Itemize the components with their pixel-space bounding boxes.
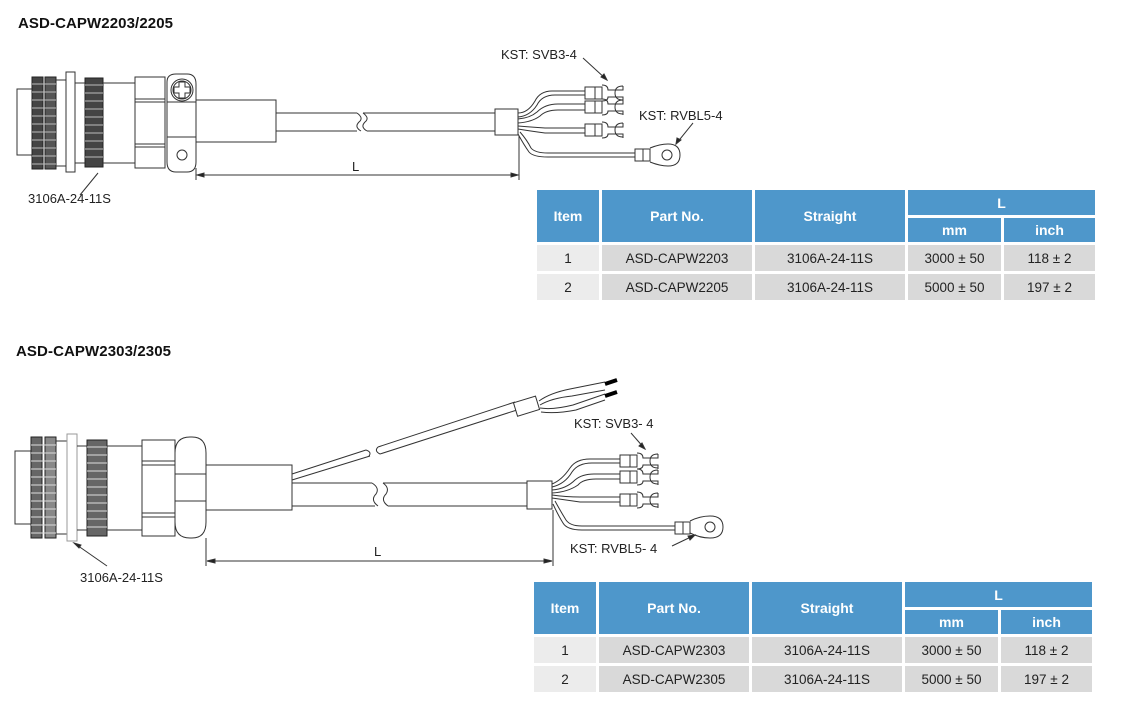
cell-mm: 5000 ± 50: [908, 274, 1001, 300]
cell-item: 1: [534, 637, 596, 663]
header-straight: Straight: [755, 190, 905, 242]
cable-diagram-power-cable-with-brake-less: [16, 57, 694, 196]
ring-terminal-icon: [634, 143, 681, 167]
cell-straight: 3106A-24-11S: [755, 245, 905, 271]
spec-table: Item Part No. Straight L mm inch 1 ASD-C…: [531, 579, 1095, 695]
header-item: Item: [537, 190, 599, 242]
header-part-no: Part No.: [602, 190, 752, 242]
table-row: 1 ASD-CAPW2203 3106A-24-11S 3000 ± 50 11…: [537, 245, 1095, 271]
table-row: 1 ASD-CAPW2303 3106A-24-11S 3000 ± 50 11…: [534, 637, 1092, 663]
header-inch: inch: [1004, 218, 1095, 242]
header-straight: Straight: [752, 582, 902, 634]
ring-terminal-icon: [674, 515, 724, 539]
cell-inch: 118 ± 2: [1004, 245, 1095, 271]
cell-inch: 197 ± 2: [1004, 274, 1095, 300]
cell-part-no: ASD-CAPW2305: [599, 666, 749, 692]
cell-part-no: ASD-CAPW2303: [599, 637, 749, 663]
header-part-no: Part No.: [599, 582, 749, 634]
cell-inch: 197 ± 2: [1001, 666, 1092, 692]
header-mm: mm: [908, 218, 1001, 242]
header-length: L: [908, 190, 1095, 215]
table-row: 2 ASD-CAPW2205 3106A-24-11S 5000 ± 50 19…: [537, 274, 1095, 300]
connector-label: 3106A-24-11S: [28, 191, 111, 206]
connector-label: 3106A-24-11S: [80, 570, 163, 585]
section-title: ASD-CAPW2203/2205: [18, 15, 174, 32]
spec-table: Item Part No. Straight L mm inch 1 ASD-C…: [534, 187, 1098, 303]
cell-straight: 3106A-24-11S: [752, 666, 902, 692]
header-length: L: [905, 582, 1092, 607]
fork-terminal-icon: [619, 491, 659, 509]
fork-terminal-icon: [619, 468, 659, 486]
cell-item: 2: [534, 666, 596, 692]
length-label: L: [374, 544, 382, 559]
cell-mm: 3000 ± 50: [905, 637, 998, 663]
cell-item: 1: [537, 245, 599, 271]
cell-part-no: ASD-CAPW2203: [602, 245, 752, 271]
fork-terminal-label: KST: SVB3-4: [501, 47, 577, 62]
ring-terminal-label: KST: RVBL5-4: [639, 108, 723, 123]
connector-3106a-icon: [14, 433, 207, 542]
fork-terminal-icon: [584, 121, 624, 139]
cell-mm: 5000 ± 50: [905, 666, 998, 692]
cell-straight: 3106A-24-11S: [755, 274, 905, 300]
section-title: ASD-CAPW2303/2305: [16, 343, 172, 360]
fork-terminal-icon: [584, 98, 624, 116]
cell-item: 2: [537, 274, 599, 300]
cell-straight: 3106A-24-11S: [752, 637, 902, 663]
cell-mm: 3000 ± 50: [908, 245, 1001, 271]
cell-inch: 118 ± 2: [1001, 637, 1092, 663]
header-item: Item: [534, 582, 596, 634]
table-row: 2 ASD-CAPW2305 3106A-24-11S 5000 ± 50 19…: [534, 666, 1092, 692]
fork-terminal-label: KST: SVB3- 4: [574, 416, 654, 431]
length-label: L: [352, 159, 360, 174]
fork-terminal-icon: [619, 452, 659, 470]
connector-3106a-icon: [16, 71, 197, 173]
cell-part-no: ASD-CAPW2205: [602, 274, 752, 300]
header-inch: inch: [1001, 610, 1092, 634]
ring-terminal-label: KST: RVBL5- 4: [570, 541, 658, 556]
fork-terminal-icon: [584, 84, 624, 102]
header-mm: mm: [905, 610, 998, 634]
